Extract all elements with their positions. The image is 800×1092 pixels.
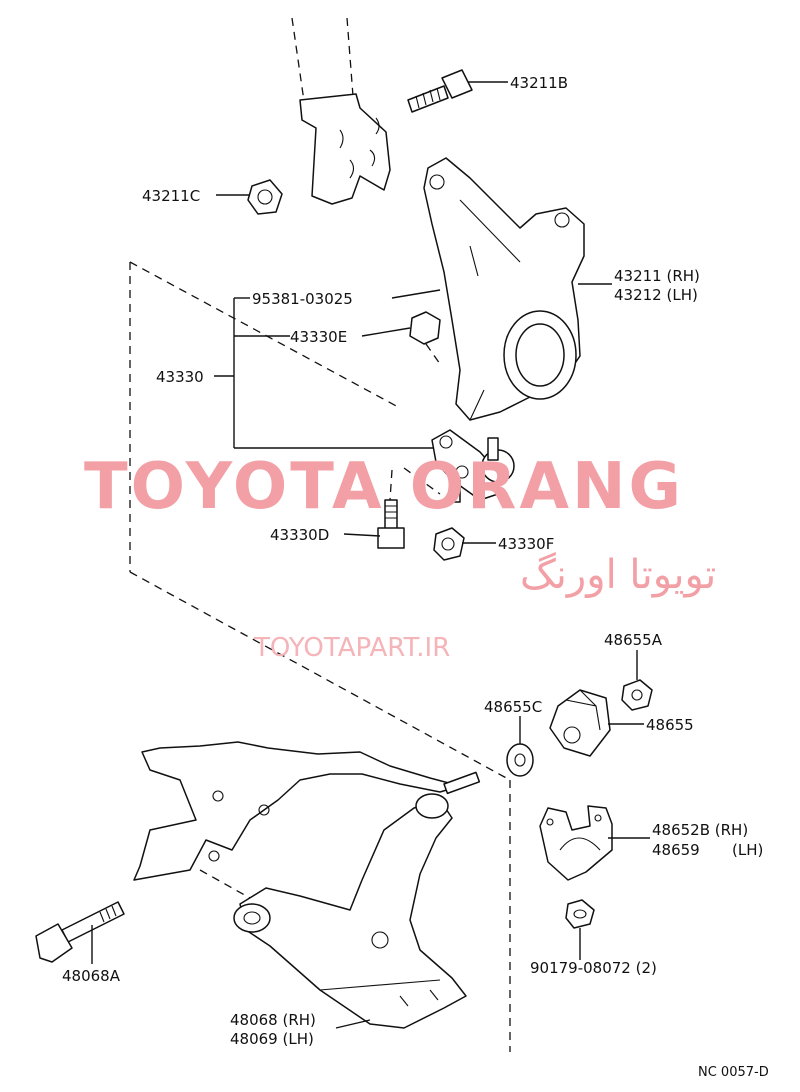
watermark-brand: TOYOTA ORANG xyxy=(84,450,684,524)
callout-48068-rh: 48068 (RH) xyxy=(230,1011,316,1029)
callout-43211C: 43211C xyxy=(142,187,200,205)
callout-43211-rh: 43211 (RH) xyxy=(614,267,700,285)
watermark-brand-persian: تویوتا اورنگ xyxy=(520,552,716,598)
callout-48652B-rh: 48652B (RH) xyxy=(652,821,748,839)
callout-48659: 48659 xyxy=(652,841,700,859)
watermark-url: TOYOTAPART.IR xyxy=(253,633,450,663)
callout-48659-lh: (LH) xyxy=(732,841,763,859)
steering-knuckle xyxy=(423,157,585,421)
diagram-code: NC 0057-D xyxy=(698,1065,769,1080)
callout-43330: 43330 xyxy=(156,368,204,386)
callout-90179-08072: 90179-08072 (2) xyxy=(530,959,657,977)
callout-43212-lh: 43212 (LH) xyxy=(614,286,698,304)
nut-43330F xyxy=(433,527,465,561)
callout-43330F: 43330F xyxy=(498,535,554,553)
callout-48068A: 48068A xyxy=(62,967,121,985)
nut-43211C xyxy=(247,179,283,215)
callout-48655A: 48655A xyxy=(604,631,663,649)
callout-43330E: 43330E xyxy=(290,328,347,346)
bracket-48652B xyxy=(539,805,613,881)
callout-48655: 48655 xyxy=(646,716,694,734)
bolt-43330D xyxy=(377,469,405,549)
assembly-frame-dashed xyxy=(129,261,511,1052)
callout-95381-03025: 95381-03025 xyxy=(252,290,353,308)
bolt-43211B xyxy=(407,69,473,113)
nut-48655A xyxy=(621,679,653,711)
bushing-48655 xyxy=(549,689,611,757)
bolt-48068A xyxy=(35,901,125,963)
strut-outline xyxy=(291,17,391,205)
washer-48655C xyxy=(506,743,534,777)
callout-48655C: 48655C xyxy=(484,698,542,716)
subframe-outline xyxy=(133,741,461,899)
callout-48069-lh: 48069 (LH) xyxy=(230,1030,314,1048)
castle-nut-43330E xyxy=(409,311,441,365)
leader-lines xyxy=(91,81,650,1029)
cotter-pin-95381 xyxy=(391,289,441,299)
callout-43211B: 43211B xyxy=(510,74,568,92)
lower-control-arm xyxy=(233,771,481,1029)
callout-43330D: 43330D xyxy=(270,526,329,544)
callout-labels: 43211B 43211C 43211 (RH) 43212 (LH) 9538… xyxy=(62,74,769,1080)
ball-joint-43330 xyxy=(403,429,515,503)
bolt-90179-08072 xyxy=(565,899,595,929)
watermark: TOYOTA ORANG تویوتا اورنگ TOYOTAPART.IR xyxy=(84,450,716,663)
